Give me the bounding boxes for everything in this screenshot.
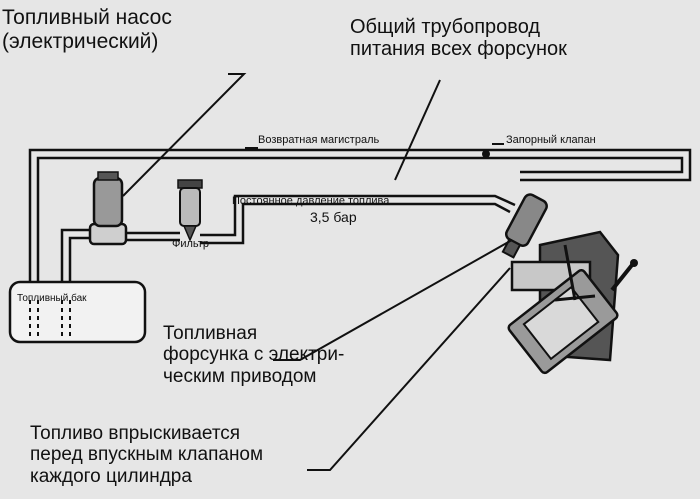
injection-caption: Топливо впрыскивается перед впускным кла… <box>30 423 264 487</box>
tank-label: Топливный бак <box>17 293 87 304</box>
injector-caption: Топливная форсунка с электри- ческим при… <box>163 323 345 387</box>
check-valve <box>482 150 490 158</box>
filter-label: Фильтр <box>172 238 209 250</box>
pump-caption: Топливный насос (электрический) <box>2 6 172 53</box>
supply-line <box>60 194 516 300</box>
leader-lines <box>122 73 513 471</box>
rail-caption: Общий трубопровод питания всех форсунок <box>350 16 567 61</box>
intake-valve <box>554 244 596 302</box>
tank-pipes <box>29 300 71 340</box>
check-valve-label: Запорный клапан <box>506 134 596 146</box>
pressure-value-label: 3,5 бар <box>310 209 357 225</box>
spark-plug <box>610 259 638 292</box>
fuel-pump <box>88 171 128 246</box>
return-line-label: Возвратная магистраль <box>258 134 380 146</box>
return-line <box>28 148 692 290</box>
fuel-tank <box>8 280 147 344</box>
pressure-label: Постоянное давление топлива <box>232 195 390 207</box>
engine-cylinder-head <box>507 230 638 375</box>
fuel-filter <box>177 179 203 242</box>
